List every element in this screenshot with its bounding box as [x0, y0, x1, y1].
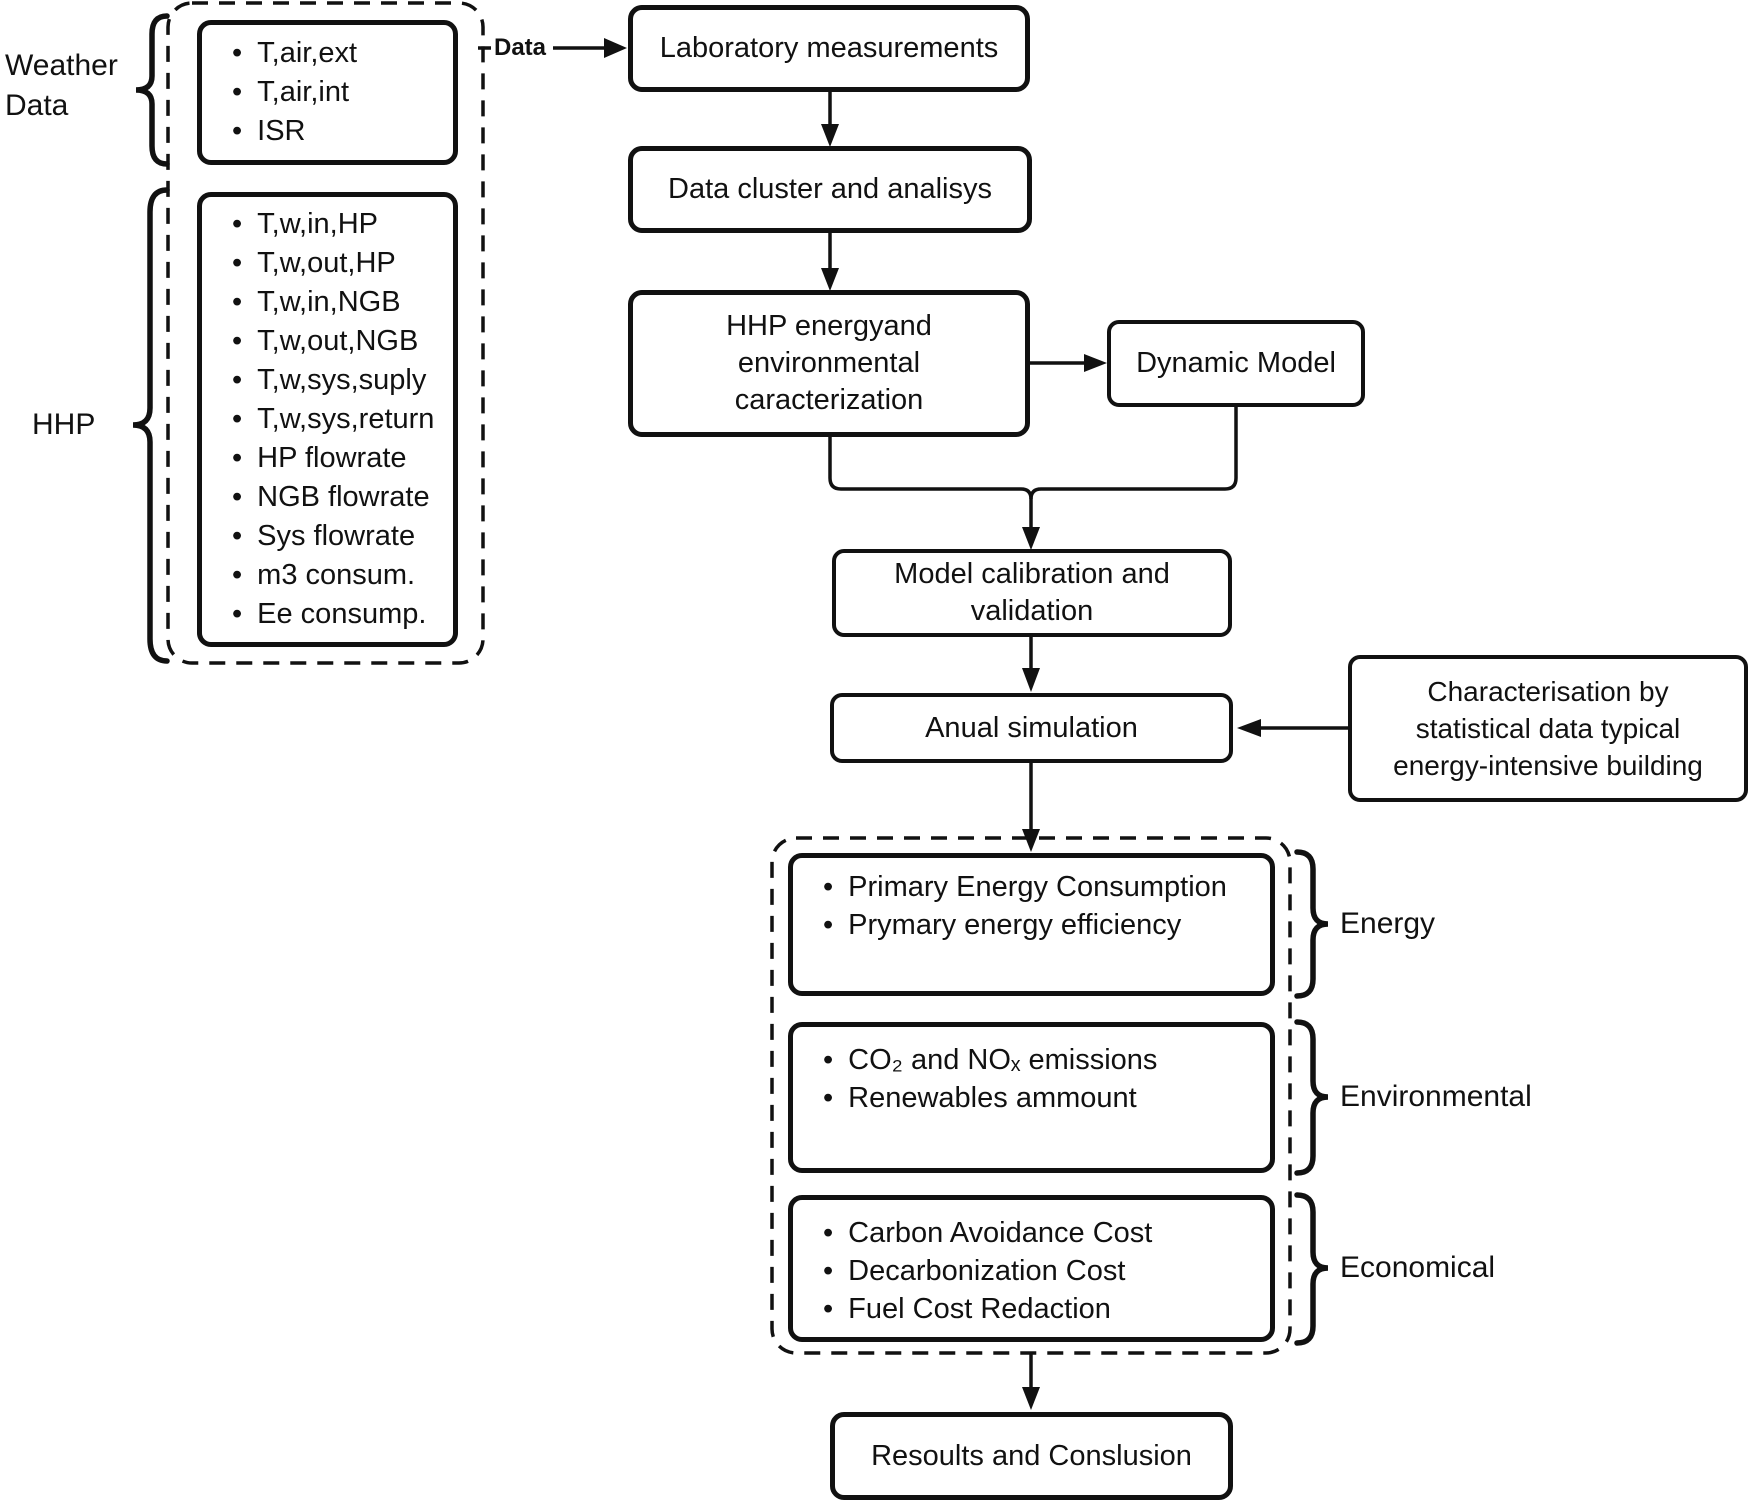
list-item: T,w,in,HP: [232, 205, 453, 244]
outputs-to-results-arrowhead: [1022, 1387, 1040, 1410]
list-item: Renewables ammount: [823, 1079, 1270, 1117]
merge-to-calibration-arrowhead: [1022, 527, 1040, 550]
economical-brace: [1294, 1192, 1329, 1346]
hhp-label: HHP: [32, 408, 96, 441]
lab-to-cluster-arrowhead: [821, 124, 839, 147]
list-item: HP flowrate: [232, 439, 453, 478]
simulation-to-outputs-arrowhead: [1022, 829, 1040, 852]
data-arrowhead: [604, 38, 627, 58]
list-item: T,w,out,HP: [232, 244, 453, 283]
list-item: Carbon Avoidance Cost: [823, 1214, 1270, 1252]
weather-measurements-list: T,air,ext T,air,int ISR: [202, 34, 453, 151]
node-data-cluster-analysis: Data cluster and analisys: [628, 146, 1032, 233]
weather-brace: [135, 13, 170, 167]
data-arrow-label: Data: [494, 34, 547, 61]
economical-outputs-list: Carbon Avoidance Cost Decarbonization Co…: [793, 1214, 1270, 1328]
energy-category-label: Energy: [1340, 907, 1436, 940]
list-item: Ee consump.: [232, 595, 453, 634]
node-building-characterisation: Characterisation by statistical data typ…: [1348, 655, 1748, 802]
cluster-to-characterization-arrowhead: [821, 268, 839, 291]
list-item: Decarbonization Cost: [823, 1252, 1270, 1290]
list-item: T,air,int: [232, 73, 453, 112]
merge-left-branch-line: [828, 437, 1033, 500]
weather-data-label: Weather Data: [5, 49, 118, 122]
list-item: T,air,ext: [232, 34, 453, 73]
merge-right-branch-line: [1029, 407, 1238, 500]
hhp-brace: [132, 187, 170, 664]
hhp-measurements-list: T,w,in,HP T,w,out,HP T,w,in,NGB T,w,out,…: [202, 205, 453, 634]
energy-brace: [1294, 849, 1329, 999]
list-item: Fuel Cost Redaction: [823, 1290, 1270, 1328]
environmental-category-label: Environmental: [1340, 1080, 1532, 1113]
energy-outputs-list: Primary Energy Consumption Prymary energ…: [793, 868, 1270, 944]
node-model-calibration-validation: Model calibration and validation: [832, 549, 1232, 637]
list-item: T,w,sys,return: [232, 400, 453, 439]
economical-category-label: Economical: [1340, 1251, 1496, 1284]
input-group-dashed-border: [166, 1, 485, 665]
calibration-to-simulation-arrowhead: [1022, 668, 1040, 692]
weather-measurements-box: T,air,ext T,air,int ISR: [197, 20, 458, 165]
list-item: ISR: [232, 112, 453, 151]
list-item: NGB flowrate: [232, 478, 453, 517]
node-annual-simulation: Anual simulation: [830, 693, 1233, 763]
hhp-measurements-box: T,w,in,HP T,w,out,HP T,w,in,NGB T,w,out,…: [197, 192, 458, 647]
environmental-outputs-box: CO₂ and NOₓ emissions Renewables ammount: [788, 1022, 1275, 1173]
node-laboratory-measurements: Laboratory measurements: [628, 5, 1030, 92]
characterization-to-dynamic-arrowhead: [1084, 354, 1107, 372]
economical-outputs-box: Carbon Avoidance Cost Decarbonization Co…: [788, 1195, 1275, 1342]
node-dynamic-model: Dynamic Model: [1107, 320, 1365, 407]
list-item: Sys flowrate: [232, 517, 453, 556]
node-results-conclusion: Resoults and Conslusion: [830, 1412, 1233, 1500]
list-item: m3 consum.: [232, 556, 453, 595]
node-hhp-characterization: HHP energyand environmental caracterizat…: [628, 290, 1030, 437]
list-item: T,w,sys,suply: [232, 361, 453, 400]
list-item: T,w,in,NGB: [232, 283, 453, 322]
environmental-brace: [1294, 1019, 1329, 1176]
list-item: T,w,out,NGB: [232, 322, 453, 361]
energy-outputs-box: Primary Energy Consumption Prymary energ…: [788, 853, 1275, 996]
environmental-outputs-list: CO₂ and NOₓ emissions Renewables ammount: [793, 1041, 1270, 1117]
list-item: Primary Energy Consumption: [823, 868, 1270, 906]
building-to-simulation-arrowhead: [1237, 719, 1261, 737]
list-item: Prymary energy efficiency: [823, 906, 1270, 944]
list-item: CO₂ and NOₓ emissions: [823, 1041, 1270, 1079]
